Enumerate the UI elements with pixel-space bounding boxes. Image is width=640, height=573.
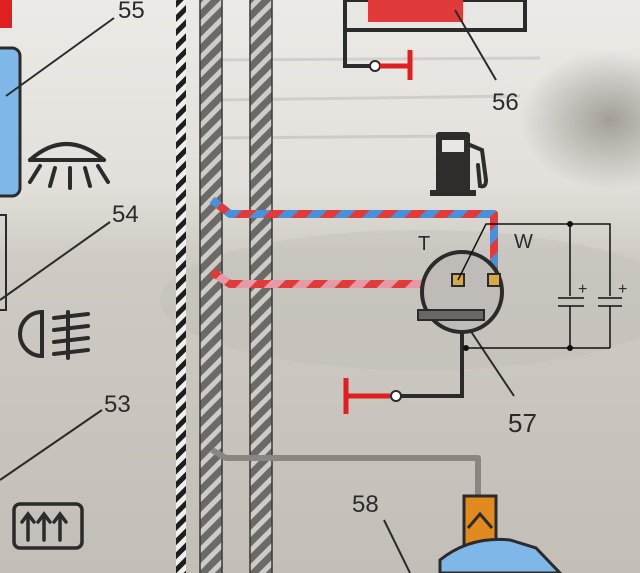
lamp-55 xyxy=(0,0,22,198)
capacitor-circuit xyxy=(457,223,622,349)
headlight-icon xyxy=(28,142,110,190)
capacitor-plus-1: + xyxy=(578,281,587,298)
label-58: 58 xyxy=(352,491,379,518)
label-55: 55 xyxy=(118,0,145,24)
terminal-w: W xyxy=(514,231,533,253)
wire-grey xyxy=(210,447,481,500)
wire-blue-red xyxy=(209,196,498,282)
junction-dots xyxy=(463,221,573,351)
component-58 xyxy=(383,494,563,573)
rear-defrost-icon xyxy=(12,502,84,550)
fuel-pump-icon xyxy=(430,132,489,196)
fog-light-icon xyxy=(18,309,90,360)
wire-red-pink xyxy=(209,268,440,288)
capacitor-plus-2: + xyxy=(618,281,627,298)
label-56: 56 xyxy=(492,89,519,116)
label-57: 57 xyxy=(508,408,537,438)
label-53: 53 xyxy=(104,391,131,418)
fuel-level-sender-57 xyxy=(343,250,515,414)
label-54: 54 xyxy=(112,201,139,228)
wire-harness xyxy=(176,0,273,573)
component-56 xyxy=(343,0,527,81)
terminal-t: T xyxy=(418,233,430,255)
